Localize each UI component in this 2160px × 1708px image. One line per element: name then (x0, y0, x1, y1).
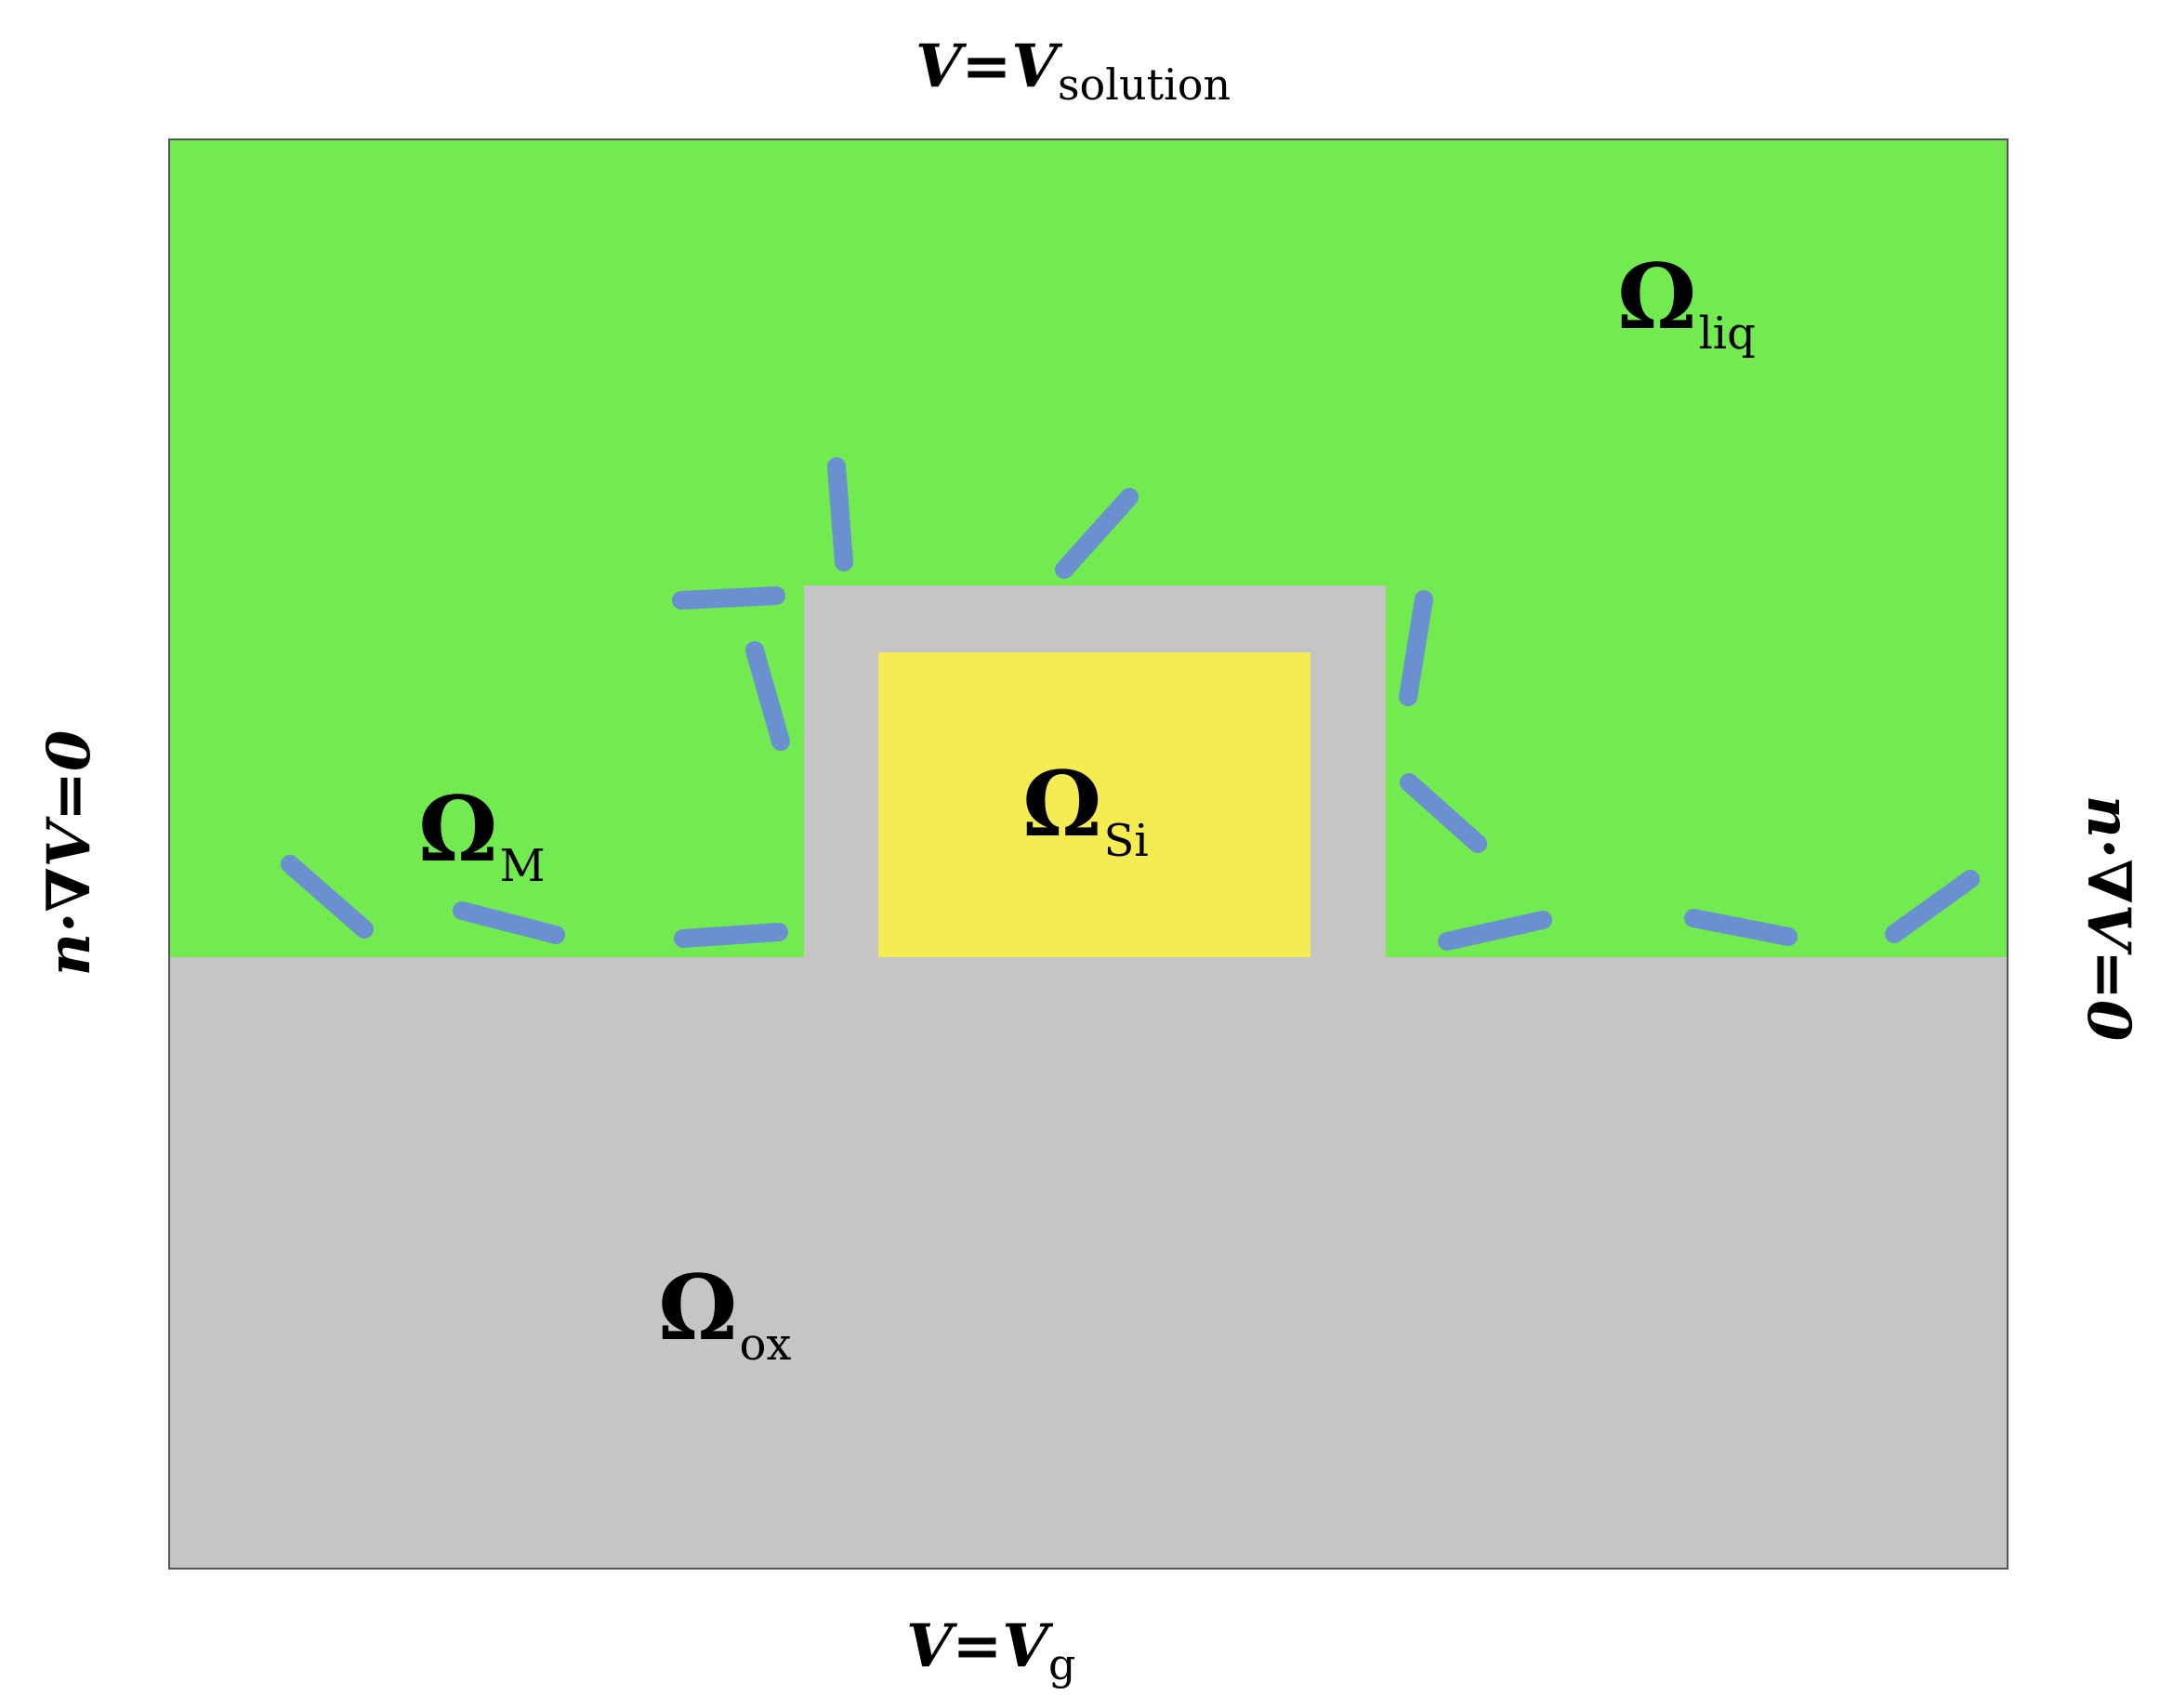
domain-border (168, 138, 2009, 1570)
silicon-sub: Si (1103, 815, 1149, 867)
molecule-dash (281, 855, 374, 939)
silicon-region (878, 652, 1310, 957)
bc-right-label: n·∇V=0 (2074, 795, 2143, 1042)
bc-bottom-sub: g (1047, 1639, 1076, 1689)
oxide-region (169, 957, 2008, 1569)
liquid-region-label: Ωliq (1617, 253, 1756, 357)
silicon-symbol: Ω (1022, 752, 1102, 857)
molecule-dash (745, 641, 790, 751)
molecule-dash (1055, 488, 1139, 579)
molecule-dash (674, 923, 788, 948)
liquid-symbol: Ω (1617, 244, 1697, 349)
bc-top-label: V=Vsolution (915, 37, 1231, 107)
oxide-symbol: Ω (658, 1255, 738, 1360)
molecule-dash (672, 586, 785, 610)
molecule-symbol: Ω (418, 777, 498, 882)
molecule-region-label: ΩM (418, 785, 546, 889)
molecule-dash (1400, 773, 1487, 853)
molecule-layer (281, 457, 1980, 951)
molecule-dash (453, 901, 565, 944)
oxide-region-label: Ωox (658, 1264, 791, 1368)
bc-left-label: n·∇V=0 (34, 729, 104, 977)
silicon-region-label: ΩSi (1022, 760, 1149, 864)
molecule-sub: M (499, 840, 546, 892)
molecule-dash (1684, 909, 1798, 946)
bc-top-main: V=V (915, 32, 1058, 101)
liquid-sub: liq (1698, 308, 1756, 360)
molecule-dash (827, 457, 853, 572)
molecule-dash (1438, 911, 1552, 951)
bc-bottom-label: V=Vg (906, 1617, 1076, 1689)
molecule-dash (1885, 870, 1980, 943)
bc-top-sub: solution (1057, 59, 1231, 110)
bc-bottom-main: V=V (906, 1611, 1048, 1681)
molecule-dash (1399, 590, 1433, 706)
oxide-sub: ox (739, 1319, 792, 1371)
